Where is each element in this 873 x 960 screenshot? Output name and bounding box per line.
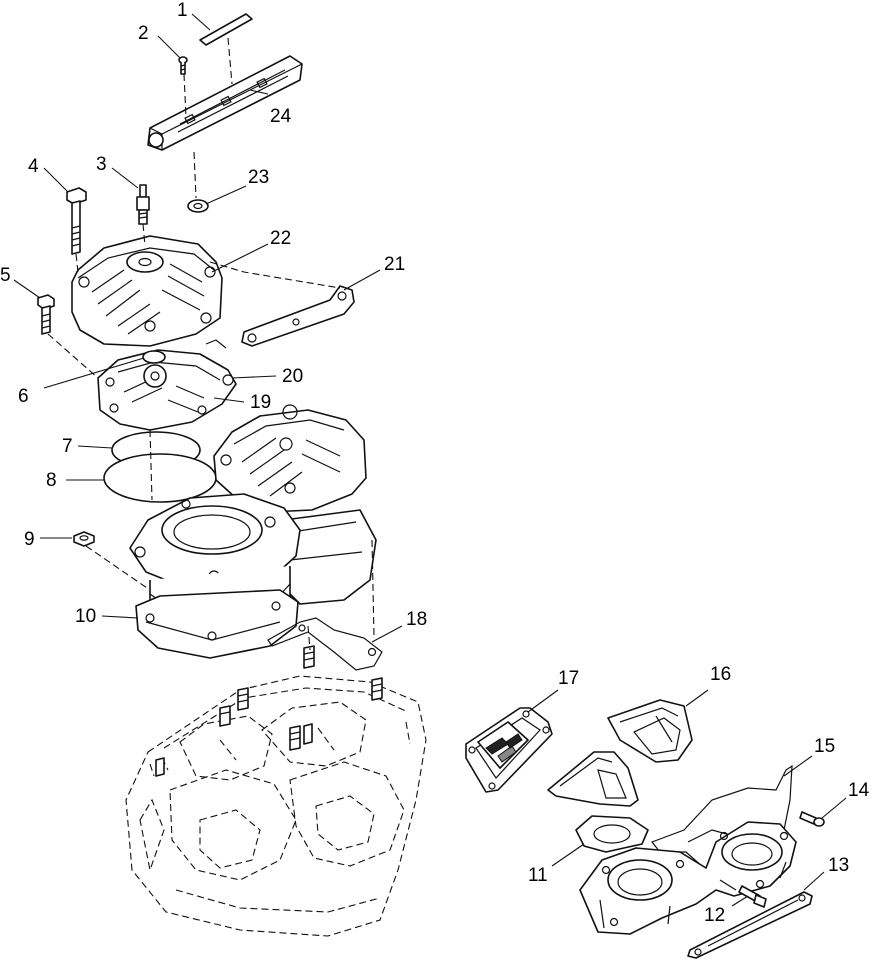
part-18-gasket <box>267 617 383 671</box>
part-23-washer <box>187 199 209 213</box>
part-17-reed-valve <box>465 707 553 793</box>
callout-3: 3 <box>96 154 107 175</box>
callout-17: 17 <box>558 668 579 689</box>
callout-21: 21 <box>384 254 405 275</box>
part-1-strip <box>199 13 253 46</box>
callout-6: 6 <box>18 386 29 407</box>
part-19-jacket-cover <box>97 339 237 431</box>
part-21-bracket <box>241 285 355 347</box>
callout-18: 18 <box>406 609 427 630</box>
callout-14: 14 <box>848 780 870 801</box>
callout-22: 22 <box>270 228 291 249</box>
part-13-strap <box>687 891 813 959</box>
crankcase-studs <box>155 645 383 777</box>
part-8-o-ring <box>103 453 217 503</box>
part-16-stuffer-lower <box>547 751 639 807</box>
crankcase-dashed <box>125 675 427 937</box>
alignment-lines <box>47 37 375 651</box>
callout-4: 4 <box>28 156 39 177</box>
part-14-screw <box>799 811 825 827</box>
part-3-spark-plug <box>136 184 150 225</box>
part-5-bolt <box>37 294 55 335</box>
callout-11: 11 <box>528 865 548 886</box>
callout-13: 13 <box>828 855 849 876</box>
callout-24: 24 <box>270 106 292 127</box>
cylinder-head-right <box>213 404 367 513</box>
leader-lines <box>13 13 847 907</box>
callout-8: 8 <box>46 470 57 491</box>
callout-19: 19 <box>250 392 271 413</box>
callout-23: 23 <box>248 167 269 188</box>
callout-16: 16 <box>710 664 731 685</box>
callout-5: 5 <box>0 265 11 286</box>
part-16-stuffer-upper <box>607 699 693 763</box>
part-2-screw <box>178 56 188 75</box>
callout-7: 7 <box>62 436 73 457</box>
callout-2: 2 <box>138 23 149 44</box>
callout-1: 1 <box>177 0 188 21</box>
part-24-rail <box>147 55 303 151</box>
callout-15: 15 <box>814 736 835 757</box>
part-11-gasket <box>575 815 649 853</box>
callout-20: 20 <box>282 366 303 387</box>
part-6-o-ring <box>142 350 166 364</box>
part-12-bolt <box>738 885 767 908</box>
part-10-cylinder <box>129 493 301 659</box>
part-22-head-cover <box>71 235 223 347</box>
part-4-bolt <box>66 187 87 255</box>
callout-9: 9 <box>24 529 35 550</box>
part-9-nut <box>73 531 95 547</box>
callout-labels: 1 2 3 4 5 6 7 8 9 10 11 12 13 14 15 16 1… <box>0 0 870 926</box>
intake-manifold <box>579 821 797 935</box>
callout-10: 10 <box>75 606 96 627</box>
callout-12: 12 <box>704 905 725 926</box>
